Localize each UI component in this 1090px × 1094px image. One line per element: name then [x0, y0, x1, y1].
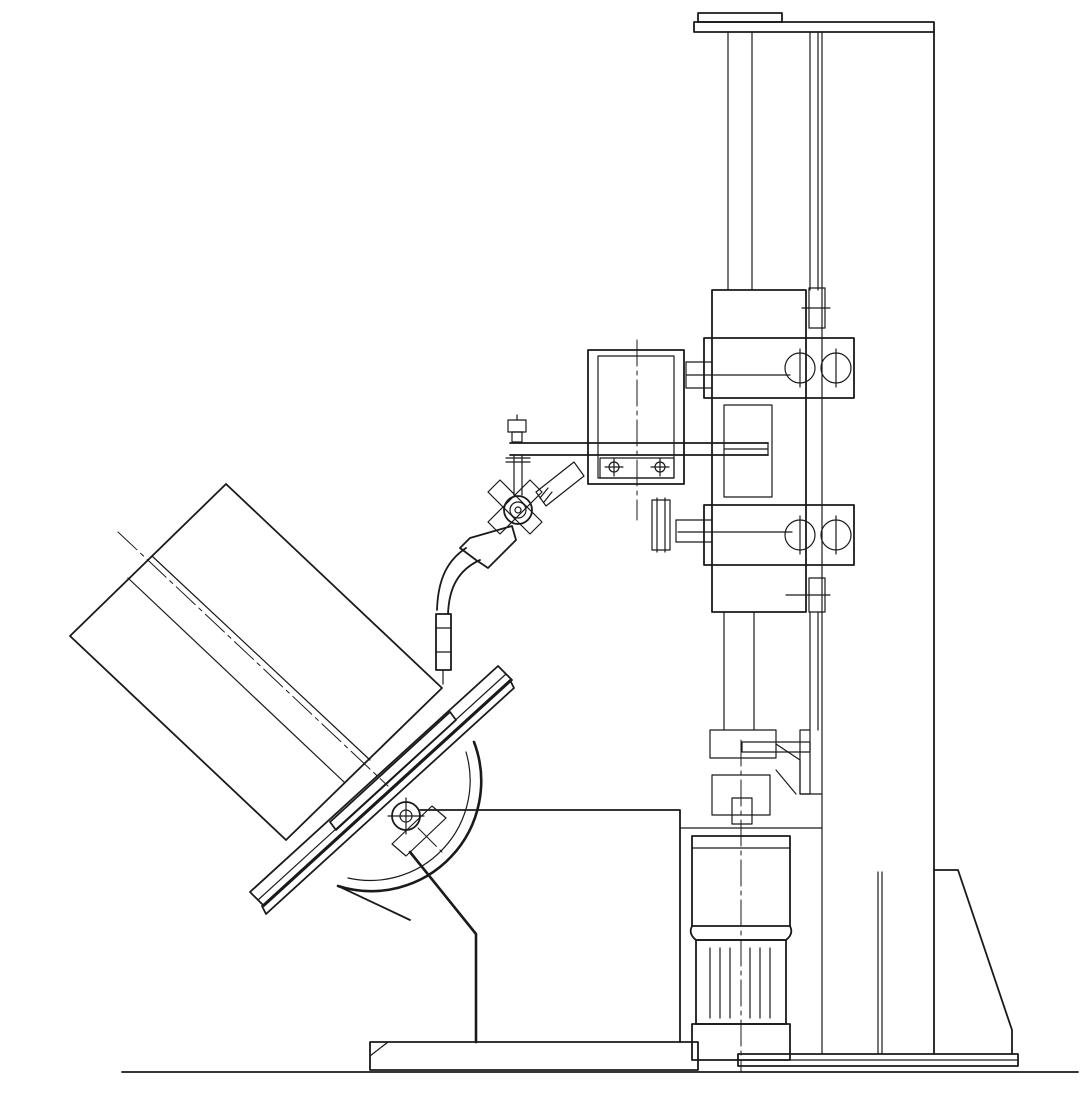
workpiece-cylinder: [69, 483, 443, 841]
welding-torch: [435, 525, 517, 685]
column-base: [737, 869, 1019, 1067]
boom-carriage: [651, 289, 855, 613]
column-mast: [693, 12, 935, 1055]
torch-holder: [487, 414, 585, 535]
tilting-positioner: [249, 665, 823, 1071]
cross-arm: [509, 339, 769, 521]
drive-motor: [689, 729, 823, 1073]
